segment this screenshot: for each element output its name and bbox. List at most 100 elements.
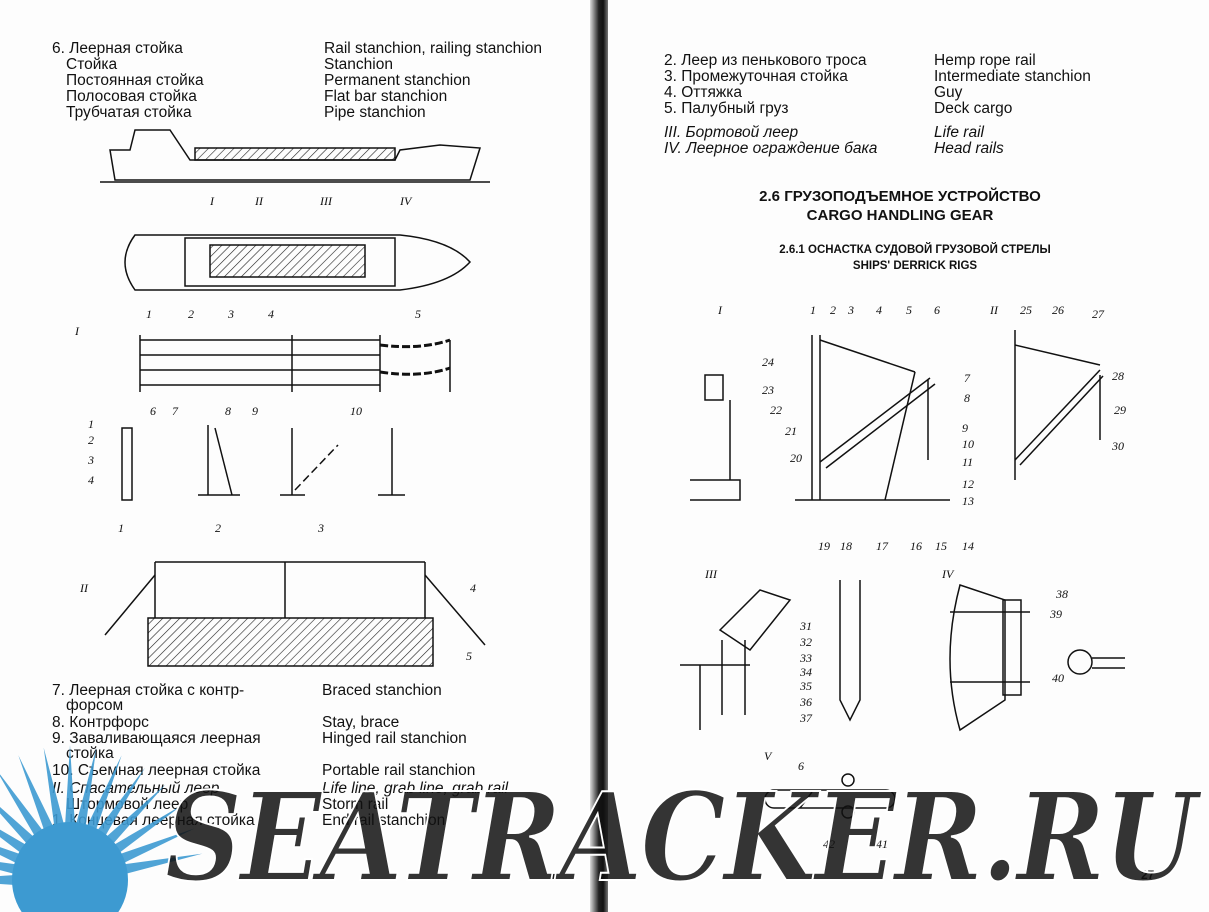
- figure-label: II: [989, 303, 999, 317]
- figure-label: 5: [466, 649, 472, 663]
- ship-side-view: [100, 129, 490, 183]
- figure-label: 8: [964, 391, 970, 405]
- figure-label: 17: [876, 539, 889, 553]
- figure-label: 4: [88, 473, 94, 487]
- figure-label: 4: [470, 581, 476, 595]
- derrick-rig-II: [1014, 330, 1104, 480]
- figure-label: 19: [818, 539, 830, 553]
- figure-label: 5: [415, 307, 421, 321]
- term-en: Hemp rope rail: [934, 52, 1036, 69]
- figure-label: 9: [252, 404, 258, 418]
- figure-label: 10: [962, 437, 974, 451]
- figure-label: 1: [810, 303, 816, 317]
- figure-label: 13: [962, 494, 974, 508]
- figure-label: 2: [830, 303, 836, 317]
- figure-label: 18: [840, 539, 852, 553]
- figure-label: 8: [225, 404, 231, 418]
- figure-label: 34: [799, 665, 812, 679]
- figure-label: 32: [799, 635, 812, 649]
- term-en: Braced stanchion: [322, 682, 442, 699]
- term-en: Stay, brace: [322, 714, 400, 731]
- figure-label: 2: [215, 521, 221, 535]
- term-en: Flat bar stanchion: [324, 88, 448, 105]
- figure-label: 7: [964, 371, 971, 385]
- subsection-title-en: SHIPS' DERRICK RIGS: [852, 260, 978, 272]
- figure-label: I: [74, 324, 80, 338]
- figure-label: 11: [962, 455, 973, 469]
- term-en: Rail stanchion, railing stanchion: [324, 40, 542, 57]
- term-ru: 2. Леер из пенькового троса: [664, 52, 867, 69]
- figure-label: 3: [227, 307, 234, 321]
- figure-label: I: [717, 303, 723, 317]
- term-ru: 7. Леерная стойка с контр-: [52, 682, 245, 699]
- term-ru: 4. Оттяжка: [664, 84, 742, 101]
- term-ru: 6. Леерная стойка: [52, 40, 183, 57]
- figure-label: 1: [146, 307, 152, 321]
- figure-label: 30: [1111, 439, 1124, 453]
- term-ru: форсом: [66, 697, 124, 714]
- detail-III: [680, 580, 861, 730]
- figure-label: 31: [799, 619, 812, 633]
- figure-label: 14: [962, 539, 974, 553]
- rail-diagram-I: [139, 335, 451, 392]
- figure-label: 20: [790, 451, 802, 465]
- figure-label: 3: [87, 453, 94, 467]
- term-en: Portable rail stanchion: [322, 762, 476, 779]
- book-gutter: [590, 0, 612, 912]
- figure-label: 24: [762, 355, 774, 369]
- figure-label: 12: [962, 477, 974, 491]
- term-en: Head rails: [934, 140, 1004, 157]
- term-ru: 8. Контрфорс: [52, 714, 149, 731]
- figure-label: 41: [876, 837, 888, 851]
- figure-label: III: [319, 194, 333, 208]
- figure-label: 42: [823, 837, 835, 851]
- subsection-title-ru: 2.6.1 ОСНАСТКА СУДОВОЙ ГРУЗОВОЙ СТРЕЛЫ: [779, 244, 1051, 256]
- figure-label: 6: [934, 303, 940, 317]
- figure-label: IV: [399, 194, 413, 208]
- term-en: Permanent stanchion: [324, 72, 471, 89]
- ship-plan-view: [124, 234, 472, 291]
- term-en: Stanchion: [324, 56, 393, 73]
- term-en: Life rail: [934, 124, 984, 141]
- figure-label: 16: [910, 539, 922, 553]
- section-title-ru: 2.6 ГРУЗОПОДЪЕМНОЕ УСТРОЙСТВО: [759, 188, 1041, 205]
- term-ru: Полосовая стойка: [66, 88, 197, 105]
- term-ru: Постоянная стойка: [66, 72, 204, 89]
- figure-label: 21: [785, 424, 797, 438]
- figure-label: 2: [88, 433, 94, 447]
- figure-label: 40: [1052, 671, 1064, 685]
- figure-label: 4: [876, 303, 882, 317]
- figure-label: 37: [799, 711, 813, 725]
- detail-IV: [949, 584, 1125, 732]
- figure-label: II: [254, 194, 264, 208]
- term-ru: Стойка: [66, 56, 118, 73]
- figure-label: 22: [770, 403, 782, 417]
- figure-label: 29: [1114, 403, 1126, 417]
- figure-label: 25: [1020, 303, 1032, 317]
- figure-label: III: [704, 567, 718, 581]
- term-en: End rail stanchion: [322, 812, 446, 829]
- term-ru: III. Бортовой леер: [664, 124, 799, 141]
- figure-label: 2: [188, 307, 194, 321]
- figure-label: 39: [1049, 607, 1062, 621]
- figure-label: 3: [847, 303, 854, 317]
- figure-label: 15: [935, 539, 947, 553]
- page-number-right: 27: [1141, 868, 1155, 882]
- right-page: [608, 0, 1209, 912]
- term-en: Deck cargo: [934, 100, 1013, 117]
- rail-diagram-II: [104, 561, 486, 667]
- term-en: Hinged rail stanchion: [322, 730, 467, 747]
- term-ru: 3. Промежуточная стойка: [664, 68, 848, 85]
- figure-label: 1: [118, 521, 124, 535]
- figure-label: 4: [268, 307, 274, 321]
- term-ru: Трубчатая стойка: [66, 104, 192, 121]
- figure-label: I: [209, 194, 215, 208]
- figure-label: 35: [799, 679, 812, 693]
- figure-label: 6: [150, 404, 156, 418]
- figure-label: 36: [799, 695, 812, 709]
- figure-label: 28: [1112, 369, 1124, 383]
- term-en: Intermediate stanchion: [934, 68, 1091, 85]
- figure-label: 33: [799, 651, 812, 665]
- figure-label: 26: [1052, 303, 1064, 317]
